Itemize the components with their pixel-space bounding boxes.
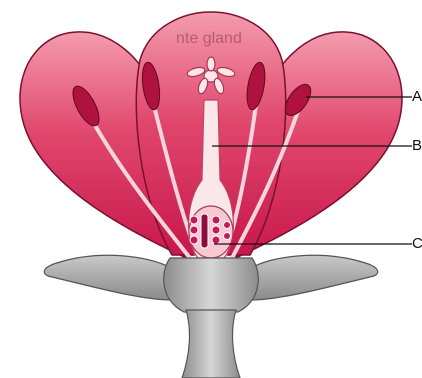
sepal-left (44, 255, 175, 300)
receptacle (164, 258, 259, 312)
sepal-right (247, 255, 378, 300)
label-b: B (412, 137, 422, 155)
label-c: C (412, 235, 422, 253)
label-a: A (412, 88, 422, 106)
stem (182, 310, 240, 378)
background-text: nte gland (176, 30, 242, 48)
